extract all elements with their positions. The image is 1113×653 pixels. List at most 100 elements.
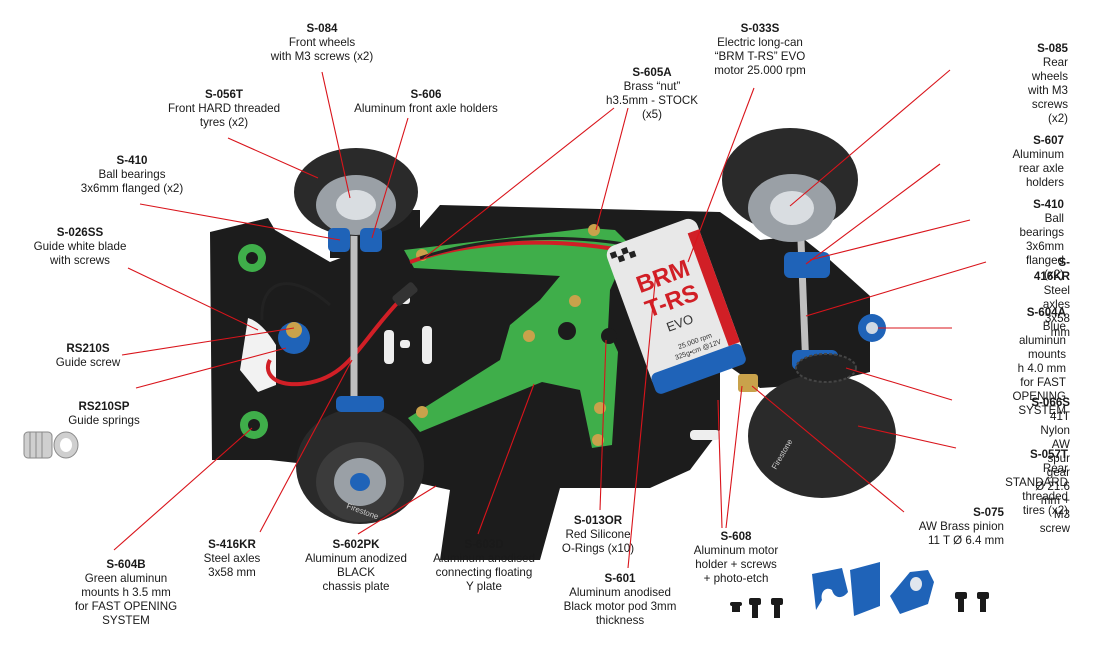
label-code: S-057T	[1029, 448, 1068, 461]
label-desc: Aluminum rear axle holders	[1012, 148, 1064, 189]
leader-s026ss	[127, 267, 259, 331]
label-desc: Steel axles 3x58 mm	[1042, 284, 1070, 339]
leader-s410b	[809, 219, 971, 261]
leader-rs210s	[121, 327, 295, 356]
label-desc: Guide white blade with screws	[33, 240, 127, 267]
label-code: S-607	[1033, 134, 1064, 147]
label-s416kr-front: S-416KR Steel axles 3x58 mm	[204, 538, 261, 580]
label-s056t: S-056T Front HARD threaded tyres (x2)	[168, 88, 280, 130]
leader-s056t	[227, 137, 319, 179]
label-code: S-603D	[464, 538, 504, 551]
leader-s605a	[423, 107, 615, 259]
label-code: S-056T	[204, 88, 244, 101]
label-s605a: S-605A Brass “nut” h3.5mm - STOCK (x5)	[606, 66, 698, 122]
label-code: S-604A	[1026, 306, 1066, 319]
label-desc: Aluminum motor holder + screws + photo-e…	[693, 544, 779, 585]
label-code: S-604B	[106, 558, 146, 571]
label-desc: Brass “nut” h3.5mm - STOCK (x5)	[606, 80, 698, 121]
leader-s608b	[725, 385, 743, 529]
label-code: S-085	[1037, 42, 1068, 55]
label-code: S-416KR	[1033, 256, 1070, 283]
label-desc: Steel axles 3x58 mm	[203, 552, 261, 579]
label-desc: Red Silicone O-Rings (x10)	[561, 528, 635, 555]
motor: BRM T-RS EVO 25.000 rpm 325g•cm @12V	[606, 218, 746, 394]
label-desc: Green aluminun mounts h 3.5 mm for FAST …	[74, 572, 178, 627]
label-s601: S-601 Aluminum anodised Black motor pod …	[564, 572, 677, 628]
label-s608: S-608 Aluminum motor holder + screws + p…	[694, 530, 778, 586]
label-desc: Front wheels with M3 screws (x2)	[270, 36, 374, 63]
brass-pinion	[738, 374, 758, 392]
label-code: S-410	[116, 154, 148, 167]
label-s606: S-606 Aluminum front axle holders	[354, 88, 498, 116]
label-s607: S-607 Aluminum rear axle holders	[1012, 134, 1064, 190]
label-s604a: S-604A Blue aluminun mounts h 4.0 mm for…	[1013, 306, 1066, 418]
label-code: S-084	[306, 22, 338, 35]
label-s410-rear: S-410 Ball bearings 3x6mm flanged (x2)	[1015, 198, 1064, 282]
leader-s603d	[477, 383, 535, 535]
leader-s601	[627, 271, 657, 569]
label-code: S-606	[410, 88, 442, 101]
label-s604b: S-604B Green aluminun mounts h 3.5 mm fo…	[75, 558, 177, 628]
leader-s416kra	[259, 359, 353, 533]
label-code: S-013OR	[573, 514, 623, 527]
label-s084: S-084 Front wheels with M3 screws (x2)	[271, 22, 373, 64]
label-s602pk: S-602PK Aluminum anodized BLACK chassis …	[305, 538, 407, 594]
leader-lines	[113, 69, 987, 569]
label-desc: Rear STANDARD threaded tires (x2)	[1005, 462, 1069, 517]
label-code: S-033S	[740, 22, 780, 35]
label-desc: 41T Nylon AW spur gear Ø 21.6 mm + M3 sc…	[1035, 410, 1070, 535]
leader-s033s	[687, 87, 755, 263]
label-rs210s: RS210S Guide screw	[56, 342, 120, 370]
guide-springs	[23, 431, 79, 459]
label-code: S-026SS	[56, 226, 104, 239]
label-s603d: S-603D Aluminum anodised connecting floa…	[433, 538, 535, 594]
label-code: S-608	[720, 530, 752, 543]
leader-s606	[371, 117, 409, 239]
label-code: S-410	[1033, 198, 1064, 211]
leader-s066s	[845, 367, 953, 401]
leader-s605a2	[595, 107, 629, 231]
leader-s085	[789, 69, 951, 207]
label-code: S-416KR	[208, 538, 256, 551]
leader-s607	[805, 163, 941, 265]
leader-rs210sp	[135, 347, 287, 389]
leader-s410a	[139, 203, 341, 241]
label-code: S-601	[604, 572, 636, 585]
label-s057t: S-057T Rear STANDARD threaded tires (x2)	[1005, 448, 1068, 518]
label-rs210sp: RS210SP Guide springs	[68, 400, 140, 428]
label-desc: Blue aluminun mounts h 4.0 mm for FAST O…	[1012, 320, 1066, 417]
label-desc: AW Brass pinion 11 T Ø 6.4 mm	[918, 520, 1004, 547]
label-desc: Rear wheels with M3 screws (x2)	[1028, 56, 1068, 125]
label-s066s: S-066S 41T Nylon AW spur gear Ø 21.6 mm …	[1027, 396, 1070, 536]
leader-s057t	[857, 425, 957, 449]
front-wheel-bottom	[296, 396, 424, 524]
label-s416kr-rear: S-416KR Steel axles 3x58 mm	[1027, 256, 1070, 340]
label-code: RS210SP	[78, 400, 130, 413]
label-desc: Aluminum anodised Black motor pod 3mm th…	[563, 586, 677, 627]
leader-s084	[321, 71, 351, 199]
label-code: S-605A	[632, 66, 672, 79]
rear-wheel-top	[722, 128, 858, 278]
spur-gear	[795, 353, 857, 383]
leader-s608	[717, 399, 723, 529]
label-s085: S-085 Rear wheels with M3 screws (x2)	[1023, 42, 1068, 126]
label-s013or: S-013OR Red Silicone O-Rings (x10)	[562, 514, 634, 556]
label-code: S-602PK	[332, 538, 380, 551]
label-code: RS210S	[66, 342, 110, 355]
label-s410-front: S-410 Ball bearings 3x6mm flanged (x2)	[81, 154, 183, 196]
front-wheel-top	[294, 148, 418, 252]
label-code: S-075	[973, 506, 1004, 519]
label-desc: Guide screw	[55, 356, 121, 369]
label-desc: Electric long-can “BRM T-RS” EVO motor 2…	[714, 36, 806, 77]
label-desc: Aluminum anodized BLACK chassis plate	[305, 552, 407, 593]
blue-mount	[858, 314, 886, 342]
label-code: S-066S	[1031, 396, 1070, 409]
label-desc: Front HARD threaded tyres (x2)	[167, 102, 281, 129]
label-s075: S-075 AW Brass pinion 11 T Ø 6.4 mm	[919, 506, 1004, 548]
leader-s013or	[599, 339, 607, 511]
label-desc: Aluminum front axle holders	[354, 102, 498, 115]
leader-s604b	[113, 427, 253, 551]
label-desc: Guide springs	[68, 414, 140, 427]
